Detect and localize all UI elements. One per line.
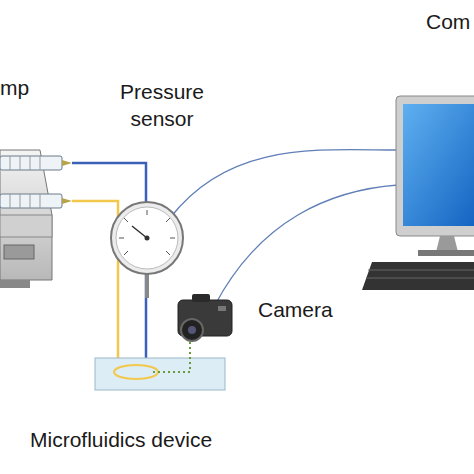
camera (178, 294, 232, 341)
component-label: mp (0, 74, 29, 101)
syringe-pump (0, 150, 72, 288)
microfluidic-chip (95, 358, 225, 390)
component-label: Com (426, 8, 470, 35)
component-label: Pressure sensor (107, 78, 217, 133)
component-label: Microfluidics device (30, 426, 212, 453)
component-label: Camera (258, 296, 333, 323)
pressure-gauge (111, 202, 183, 298)
optical-path (150, 342, 190, 372)
computer (362, 96, 474, 290)
sensor-cable (170, 150, 398, 218)
yellow-tube (72, 201, 118, 372)
